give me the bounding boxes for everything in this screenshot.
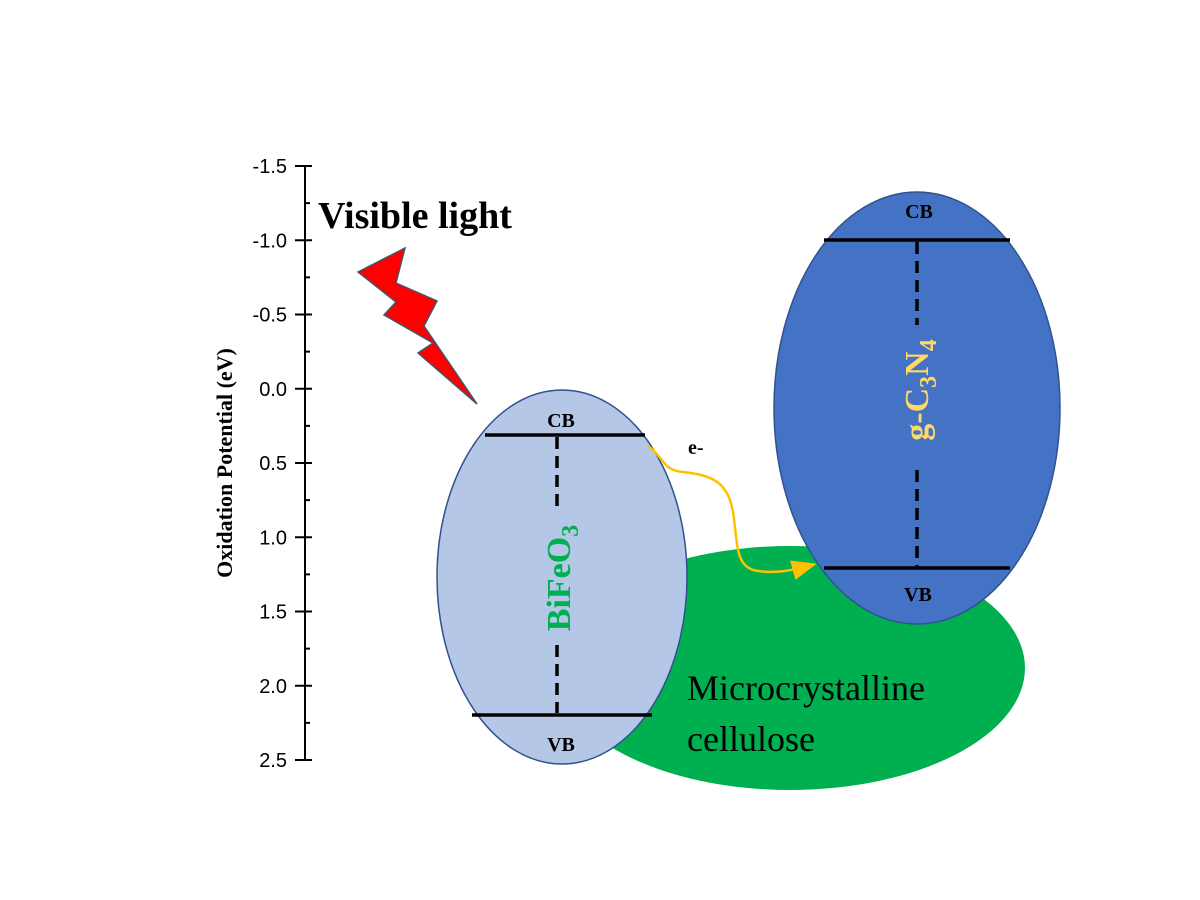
- bifeo3-ellipse: [436, 389, 688, 765]
- bifeo3-cb-label: CB: [547, 410, 575, 432]
- lightning-bolt-icon: [356, 246, 478, 405]
- electron-label: e-: [688, 437, 704, 459]
- tick-label: 2.0: [259, 676, 287, 698]
- y-axis: -1.5 -1.0 -0.5 0.0 0.5 1.0 1.5 2.0 2.5 Oxidation…: [212, 156, 312, 772]
- gcn-name-sub-2: 4: [916, 339, 942, 351]
- gcn-name: g-C3N4: [899, 339, 942, 440]
- gcn-ellipse: [773, 191, 1061, 625]
- bifeo3-name-sub: 3: [558, 525, 584, 537]
- gcn-cb-label: CB: [905, 201, 933, 223]
- axis-ticks: -1.5 -1.0 -0.5 0.0 0.5 1.0 1.5 2.0 2.5: [253, 156, 312, 772]
- gcn-name-part-1: g-C: [899, 388, 936, 441]
- tick-label: 1.5: [259, 602, 287, 624]
- tick-label: 0.5: [259, 453, 287, 475]
- gcn-name-part-2: N: [899, 351, 936, 376]
- cellulose-label-line2: cellulose: [687, 719, 815, 759]
- bifeo3-vb-label: VB: [547, 734, 575, 756]
- tick-label: 0.0: [259, 379, 287, 401]
- gcn-name-sub-1: 3: [916, 376, 942, 388]
- electron-transfer-arrow: [647, 444, 817, 580]
- bifeo3-name-base: BiFeO: [541, 537, 578, 631]
- axis-label: Oxidation Potential (eV): [212, 348, 237, 578]
- tick-label: 1.0: [259, 527, 287, 549]
- bifeo3-name: BiFeO3: [541, 525, 584, 631]
- visible-light-label: Visible light: [318, 195, 512, 237]
- tick-label: -1.5: [253, 156, 287, 178]
- tick-label: 2.5: [259, 750, 287, 772]
- tick-label: -1.0: [253, 230, 287, 252]
- cellulose-label-line1: Microcrystalline: [687, 668, 925, 708]
- tick-label: -0.5: [253, 305, 287, 327]
- gcn-vb-label: VB: [904, 584, 932, 606]
